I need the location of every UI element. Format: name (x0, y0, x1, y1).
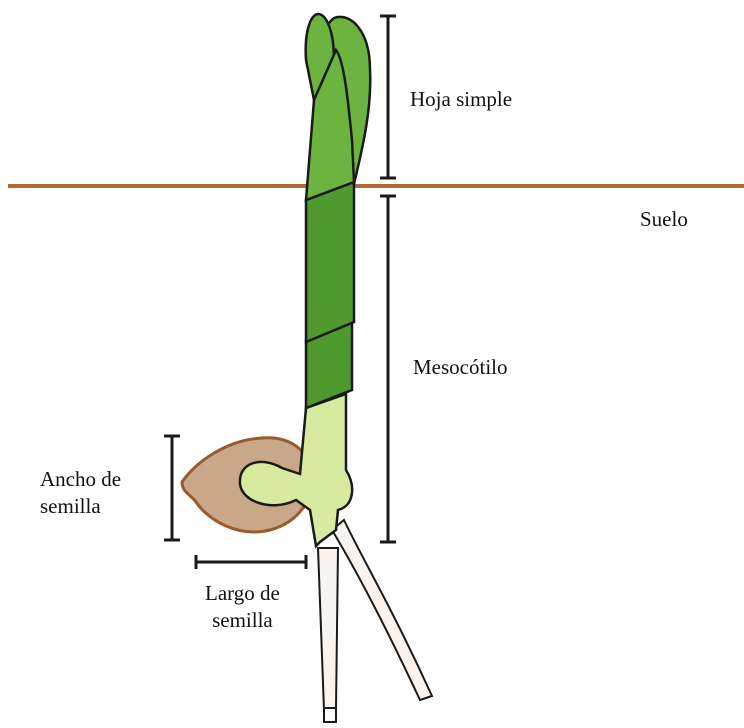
bracket-mesocotilo (380, 196, 396, 542)
bracket-ancho-semilla (164, 436, 180, 540)
label-mesocotilo: Mesocótilo (413, 354, 508, 381)
bracket-largo-semilla (196, 555, 306, 569)
label-suelo: Suelo (640, 206, 688, 233)
bracket-hoja-simple (380, 16, 396, 178)
primary-root (318, 548, 338, 710)
label-ancho-line2: semilla (40, 493, 121, 520)
label-largo-semilla: Largo de semilla (205, 580, 280, 634)
label-largo-line2: semilla (205, 607, 280, 634)
secondary-root (332, 520, 432, 700)
root-tip (324, 708, 336, 722)
label-ancho-line1: Ancho de (40, 466, 121, 493)
label-hoja-simple: Hoja simple (410, 86, 512, 113)
label-ancho-semilla: Ancho de semilla (40, 466, 121, 520)
label-largo-line1: Largo de (205, 580, 280, 607)
stem-segment-2 (306, 182, 354, 342)
